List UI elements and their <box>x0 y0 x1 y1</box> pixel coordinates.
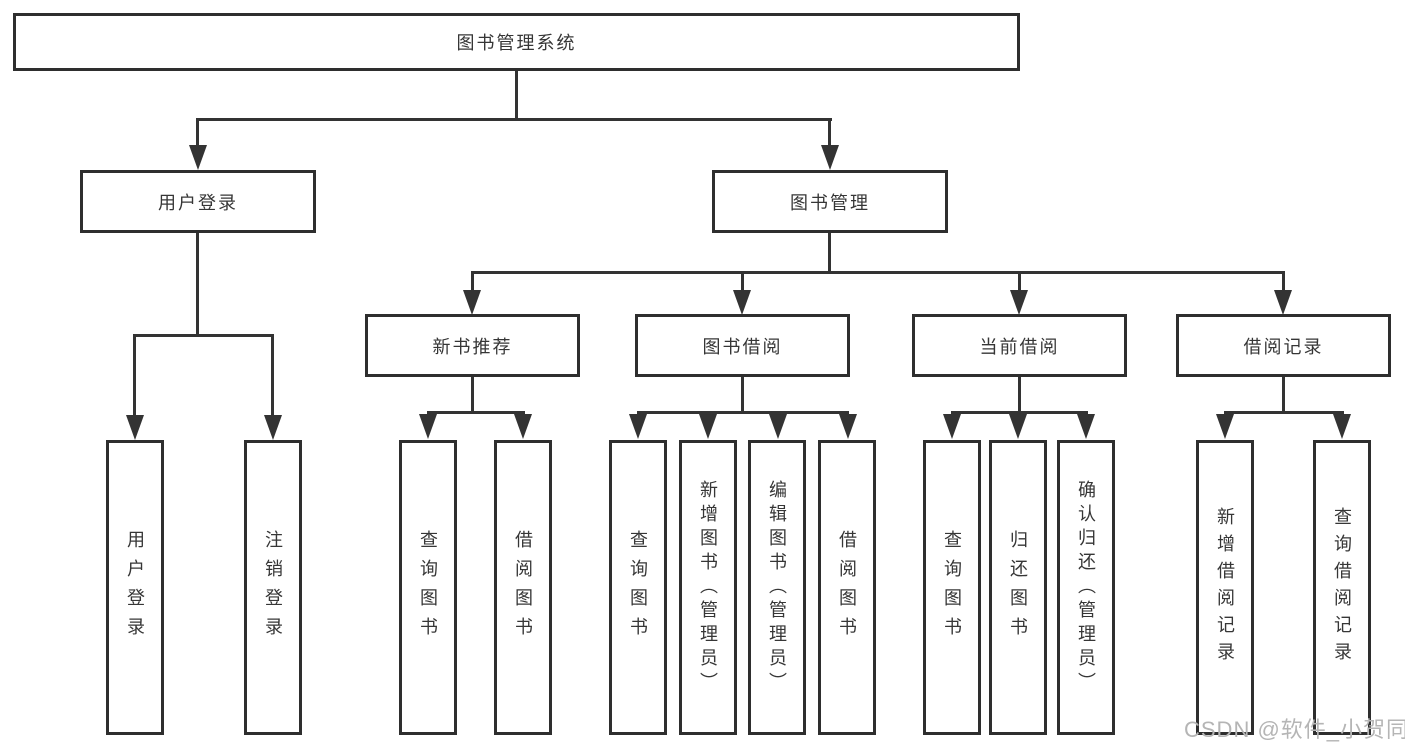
connector-book-management-fork <box>471 271 1285 274</box>
arrowhead-search-books-1-icon <box>419 414 437 439</box>
connector-current-borrowing-stem <box>1018 377 1021 414</box>
box-search-books-recommend: 查询图书 <box>399 440 457 735</box>
connector-book-borrowing-stem <box>741 377 744 414</box>
box-edit-books-admin: 编辑图书（管理员） <box>748 440 806 735</box>
connector-drop-new-book <box>471 271 474 293</box>
box-add-borrow-record-label: 新增借阅记录 <box>1215 506 1235 669</box>
box-edit-books-admin-label: 编辑图书（管理员） <box>767 479 787 696</box>
connector-drop-current-borrowing <box>1018 271 1021 293</box>
connector-root-fork <box>196 118 832 121</box>
connector-drop-logout-leaf <box>271 334 274 418</box>
box-library-system: 图书管理系统 <box>13 13 1020 71</box>
box-current-borrowing: 当前借阅 <box>912 314 1127 377</box>
box-search-borrow-record-label: 查询借阅记录 <box>1332 506 1352 669</box>
box-borrow-books-borrowing-label: 借阅图书 <box>837 529 857 646</box>
box-book-management-label: 图书管理 <box>790 192 870 213</box>
arrowhead-add-record-icon <box>1216 414 1234 439</box>
arrowhead-return-books-icon <box>1009 414 1027 439</box>
connector-book-borrowing-fork <box>637 411 849 414</box>
arrowhead-add-books-icon <box>699 414 717 439</box>
box-user-login-label: 用户登录 <box>158 192 238 213</box>
box-borrow-books-recommend-label: 借阅图书 <box>513 529 533 646</box>
connector-drop-user-login <box>196 118 199 148</box>
box-new-book-recommendation: 新书推荐 <box>365 314 580 377</box>
connector-current-borrowing-fork <box>951 411 1088 414</box>
connector-new-book-stem <box>471 377 474 414</box>
arrowhead-borrowing-records-icon <box>1274 290 1292 315</box>
csdn-watermark: CSDN @软件_小贺同学 <box>1184 717 1405 742</box>
box-book-borrowing: 图书借阅 <box>635 314 850 377</box>
box-search-books-current-label: 查询图书 <box>942 529 962 646</box>
connector-drop-borrowing-records <box>1282 271 1285 293</box>
box-search-borrow-record: 查询借阅记录 <box>1313 440 1371 735</box>
box-borrow-books-recommend: 借阅图书 <box>494 440 552 735</box>
arrowhead-current-borrowing-icon <box>1010 290 1028 315</box>
box-book-borrowing-label: 图书借阅 <box>702 336 783 357</box>
arrowhead-search-books-3-icon <box>943 414 961 439</box>
connector-book-management-stem <box>828 233 831 274</box>
connector-drop-login-leaf <box>133 334 136 418</box>
arrowhead-search-record-icon <box>1333 414 1351 439</box>
box-borrow-books-borrowing: 借阅图书 <box>818 440 876 735</box>
box-logout-leaf-label: 注销登录 <box>263 529 283 646</box>
arrowhead-user-login-icon <box>189 145 207 170</box>
box-add-books-admin: 新增图书（管理员） <box>679 440 737 735</box>
box-borrowing-records-label: 借阅记录 <box>1243 336 1324 357</box>
arrowhead-book-borrowing-icon <box>733 290 751 315</box>
box-return-books-label: 归还图书 <box>1008 529 1028 646</box>
connector-drop-book-borrowing <box>741 271 744 293</box>
box-logout-leaf: 注销登录 <box>244 440 302 735</box>
box-add-borrow-record: 新增借阅记录 <box>1196 440 1254 735</box>
arrowhead-confirm-return-icon <box>1077 414 1095 439</box>
arrowhead-login-leaf-icon <box>126 415 144 440</box>
box-current-borrowing-label: 当前借阅 <box>979 336 1060 357</box>
arrowhead-search-books-2-icon <box>629 414 647 439</box>
box-return-books: 归还图书 <box>989 440 1047 735</box>
box-search-books-borrowing-label: 查询图书 <box>628 529 648 646</box>
box-user-login-leaf-label: 用户登录 <box>125 529 145 646</box>
connector-drop-book-management <box>828 118 831 148</box>
box-confirm-return-admin-label: 确认归还（管理员） <box>1076 479 1096 696</box>
connector-new-book-fork <box>427 411 525 414</box>
connector-borrowing-records-stem <box>1282 377 1285 414</box>
box-borrowing-records: 借阅记录 <box>1176 314 1391 377</box>
box-search-books-borrowing: 查询图书 <box>609 440 667 735</box>
connector-root-stem <box>515 71 518 120</box>
arrowhead-edit-books-icon <box>769 414 787 439</box>
box-user-login-leaf: 用户登录 <box>106 440 164 735</box>
box-library-system-label: 图书管理系统 <box>456 33 577 53</box>
box-confirm-return-admin: 确认归还（管理员） <box>1057 440 1115 735</box>
connector-user-login-stem <box>196 233 199 337</box>
arrowhead-borrow-books-2-icon <box>839 414 857 439</box>
connector-user-login-fork <box>133 334 274 337</box>
arrowhead-book-management-icon <box>821 145 839 170</box>
box-search-books-current: 查询图书 <box>923 440 981 735</box>
arrowhead-new-book-icon <box>463 290 481 315</box>
box-search-books-recommend-label: 查询图书 <box>418 529 438 646</box>
arrowhead-borrow-books-1-icon <box>514 414 532 439</box>
connector-borrowing-records-fork <box>1224 411 1344 414</box>
box-user-login: 用户登录 <box>80 170 316 233</box>
box-new-book-recommendation-label: 新书推荐 <box>432 336 513 357</box>
box-add-books-admin-label: 新增图书（管理员） <box>698 479 718 696</box>
arrowhead-logout-leaf-icon <box>264 415 282 440</box>
box-book-management: 图书管理 <box>712 170 948 233</box>
